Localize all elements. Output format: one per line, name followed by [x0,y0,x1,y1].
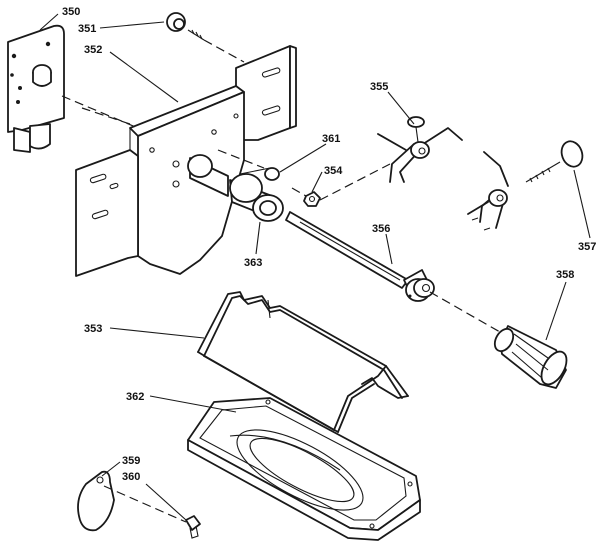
part-363-bushing [187,154,284,222]
part-357-end-cap [525,140,584,183]
callout-351: 351 [78,23,96,35]
part-362-drip-pan [187,397,421,541]
callout-359: 359 [122,455,140,467]
callout-353: 353 [84,323,102,335]
callout-355: 355 [370,81,388,93]
callout-361: 361 [322,133,340,145]
leader-lines [39,13,591,521]
part-350-motor-bracket [7,24,65,153]
part-360-screw [185,515,201,539]
callout-357: 357 [578,241,596,253]
callout-358: 358 [556,269,574,281]
part-354-nut [303,191,321,207]
part-353-wire-rack [197,291,409,433]
assembly-lines [61,39,501,523]
part-359-handle [77,470,115,532]
part-355-spit-fork [377,116,509,231]
callout-354: 354 [324,165,343,177]
part-358-knob [493,325,568,389]
callout-356: 356 [372,223,390,235]
callout-363: 363 [244,257,262,269]
callout-352: 352 [84,44,102,56]
callout-362: 362 [126,391,144,403]
callout-360: 360 [122,471,140,483]
callout-350: 350 [62,6,80,18]
callout-labels: 350 351 352 355 361 354 356 357 363 358 … [62,6,596,483]
part-352-main-bracket [75,45,297,277]
part-356-spit-rod [285,211,435,302]
part-351-grommet [166,12,205,41]
